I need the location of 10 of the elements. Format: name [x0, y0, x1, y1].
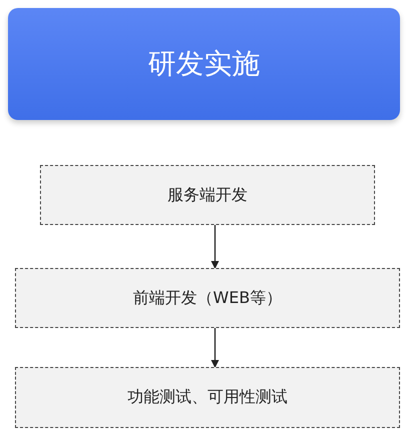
box-label: 服务端开发 — [168, 184, 248, 206]
title-text: 研发实施 — [148, 46, 260, 82]
arrow — [211, 328, 219, 368]
process-box — [15, 268, 400, 328]
process-box — [40, 165, 375, 225]
arrow — [211, 225, 219, 269]
banner-box — [8, 8, 400, 120]
box-label: 前端开发（WEB等） — [133, 288, 282, 308]
box-label: 功能测试、可用性测试 — [128, 387, 288, 408]
process-box — [15, 367, 400, 428]
